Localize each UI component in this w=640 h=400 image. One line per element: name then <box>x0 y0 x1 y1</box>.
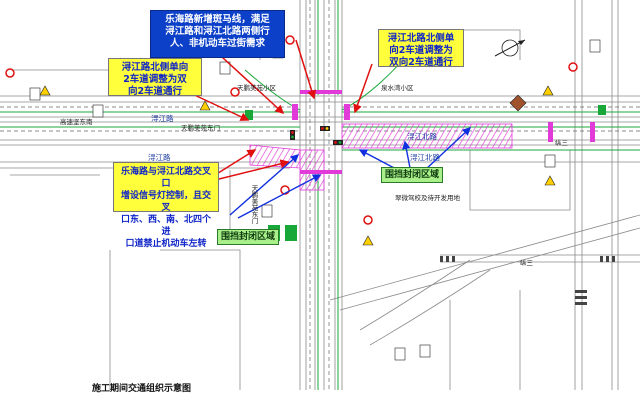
label-construction-site: 翠微驾校及待开发用地 <box>395 194 460 202</box>
callout-xunjiang-road-lanes: 浔江路北侧单向 2车道调整为双 向2车道通行 <box>108 58 202 97</box>
traffic-signals <box>290 126 343 145</box>
label-zong-san-b: 纵三 <box>555 139 568 147</box>
label-zong-san-a: 纵三 <box>520 259 533 267</box>
callout-signal-control: 乐海路与浔江北路交叉口 增设信号灯控制，且交叉 口东、西、南、北四个进 口道禁止… <box>113 162 219 249</box>
blue-arrows <box>229 127 472 219</box>
callout-zebra-crossing: 乐海路新增斑马线，满足 浔江路和浔江北路两侧行 人、非机动车过街需求 <box>150 10 285 58</box>
label-quanshui-community: 泉水湾小区 <box>381 84 414 92</box>
label-xunjiang-north-upper: 浔江北路 <box>407 132 437 141</box>
lane-markings-green <box>0 0 640 390</box>
label-tianpeng-community: 天鹏美苑小区 <box>237 84 276 92</box>
enclosure-label-left: 围挡封闭区域 <box>217 229 280 245</box>
enclosure-label-right: 围挡封闭区域 <box>381 167 444 183</box>
callout-xunjiang-north-road-lanes: 浔江北路北侧单 向2车道调整为 双向2车道通行 <box>378 29 464 68</box>
zebra-crossings-bottom <box>440 256 615 305</box>
label-xunjiang-road-lower: 浔江路 <box>148 153 171 162</box>
road-outlines <box>0 0 640 390</box>
zebra-crossings <box>292 90 595 174</box>
label-xunjiang-north-lower: 浔江北路 <box>410 153 440 162</box>
map-caption: 施工期间交通组织示意图 <box>92 384 192 394</box>
label-tianpeng-east-gate: 天鹏美苑东门 <box>181 124 220 132</box>
label-tianpeng-vertical: 天鹏美苑东门 <box>250 185 258 224</box>
label-gaodi-tunnel: 高速坚东南 <box>60 118 93 126</box>
label-xunjiang-road-upper: 浔江路 <box>151 114 174 123</box>
lane-markings-dashed <box>0 0 640 390</box>
